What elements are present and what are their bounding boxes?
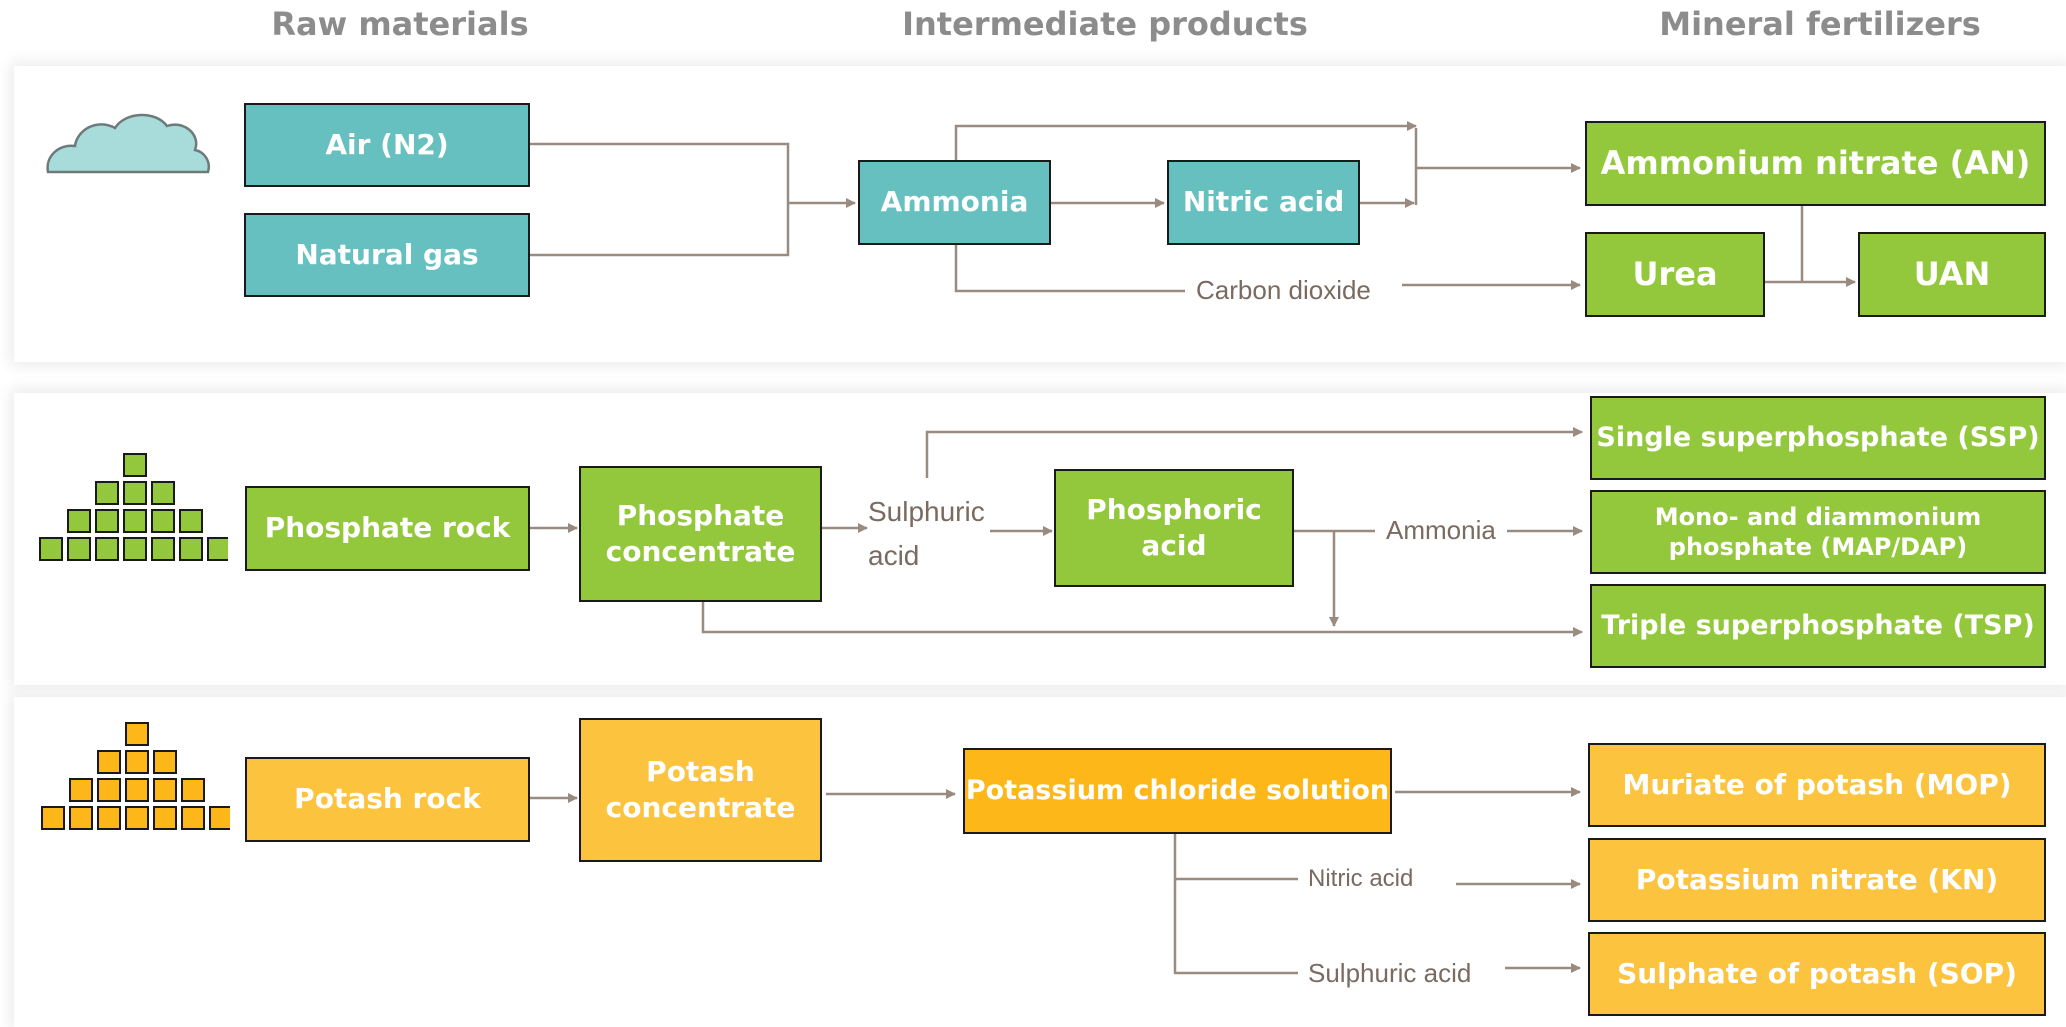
box-map-dap: Mono- and diammonium phosphate (MAP/DAP): [1590, 490, 2046, 574]
potash-pile-icon: [41, 722, 230, 830]
cloud-icon: [46, 113, 210, 174]
pile-square: [209, 806, 230, 830]
pile-square: [97, 778, 121, 802]
pile-square: [179, 509, 203, 533]
pile-square: [95, 509, 119, 533]
label-nitric-acid-potash: Nitric acid: [1308, 865, 1414, 892]
arrow-gas-to-ammonia: [530, 203, 790, 257]
box-potash-concentrate: Potash concentrate: [579, 718, 822, 862]
pile-square: [41, 806, 65, 830]
arrow-concentrate-to-tsp: [701, 600, 1583, 637]
pile-square: [69, 806, 93, 830]
box-air: Air (N2): [244, 103, 530, 187]
column-header-mineral-fertilizers: Mineral fertilizers: [1659, 5, 1981, 43]
box-kn: Potassium nitrate (KN): [1588, 838, 2046, 922]
label-carbon-dioxide: Carbon dioxide: [1196, 275, 1371, 305]
pile-square: [39, 537, 63, 561]
pile-square: [69, 778, 93, 802]
column-header-raw-materials: Raw materials: [271, 5, 529, 43]
pile-square: [153, 806, 177, 830]
pile-square: [153, 778, 177, 802]
pile-square: [179, 537, 203, 561]
pile-square: [97, 806, 121, 830]
pile-square: [207, 537, 228, 561]
pile-square: [125, 806, 149, 830]
label-sulphuric-acid: Sulphuric acid: [868, 496, 985, 571]
box-uan: UAN: [1858, 232, 2046, 317]
pile-square: [151, 481, 175, 505]
pile-square: [97, 750, 121, 774]
label-sulphuric-acid-potash: Sulphuric acid: [1308, 958, 1472, 988]
pile-square: [95, 537, 119, 561]
pile-square: [67, 509, 91, 533]
pile-square: [123, 509, 147, 533]
box-mop: Muriate of potash (MOP): [1588, 743, 2046, 827]
box-natural-gas: Natural gas: [244, 213, 530, 297]
pile-square: [151, 537, 175, 561]
arrow-air-to-ammonia: [530, 142, 790, 203]
pile-square: [123, 453, 147, 477]
pile-square: [153, 750, 177, 774]
pile-square: [123, 537, 147, 561]
phosphate-pile-icon: [39, 453, 228, 561]
box-potash-rock: Potash rock: [245, 757, 530, 842]
pile-square: [181, 806, 205, 830]
pile-square: [151, 509, 175, 533]
box-phosphate-rock: Phosphate rock: [245, 486, 530, 571]
line-kcl-branches: [1173, 833, 1298, 975]
arrow-ammonia-top: [954, 121, 1417, 162]
arrow-sulphuric-to-ssp: [925, 427, 1583, 478]
box-nitric-acid: Nitric acid: [1167, 160, 1360, 245]
pile-square: [125, 778, 149, 802]
pile-square: [125, 750, 149, 774]
pile-square: [181, 778, 205, 802]
box-tsp: Triple superphosphate (TSP): [1590, 584, 2046, 668]
box-potassium-chloride-solution: Potassium chloride solution: [963, 748, 1392, 834]
box-urea: Urea: [1585, 232, 1765, 317]
line-ammonia-to-co2: [954, 243, 1185, 293]
pile-square: [67, 537, 91, 561]
box-ammonia: Ammonia: [858, 160, 1051, 245]
column-header-intermediate-products: Intermediate products: [902, 5, 1308, 43]
box-sop: Sulphate of potash (SOP): [1588, 932, 2046, 1016]
pile-square: [95, 481, 119, 505]
label-ammonia-phosphate: Ammonia: [1386, 515, 1496, 545]
box-ammonium-nitrate: Ammonium nitrate (AN): [1585, 121, 2046, 206]
box-ssp: Single superphosphate (SSP): [1590, 396, 2046, 480]
pile-square: [125, 722, 149, 746]
box-phosphoric-acid: Phosphoric acid: [1054, 469, 1294, 587]
pile-square: [123, 481, 147, 505]
box-phosphate-concentrate: Phosphate concentrate: [579, 466, 822, 602]
